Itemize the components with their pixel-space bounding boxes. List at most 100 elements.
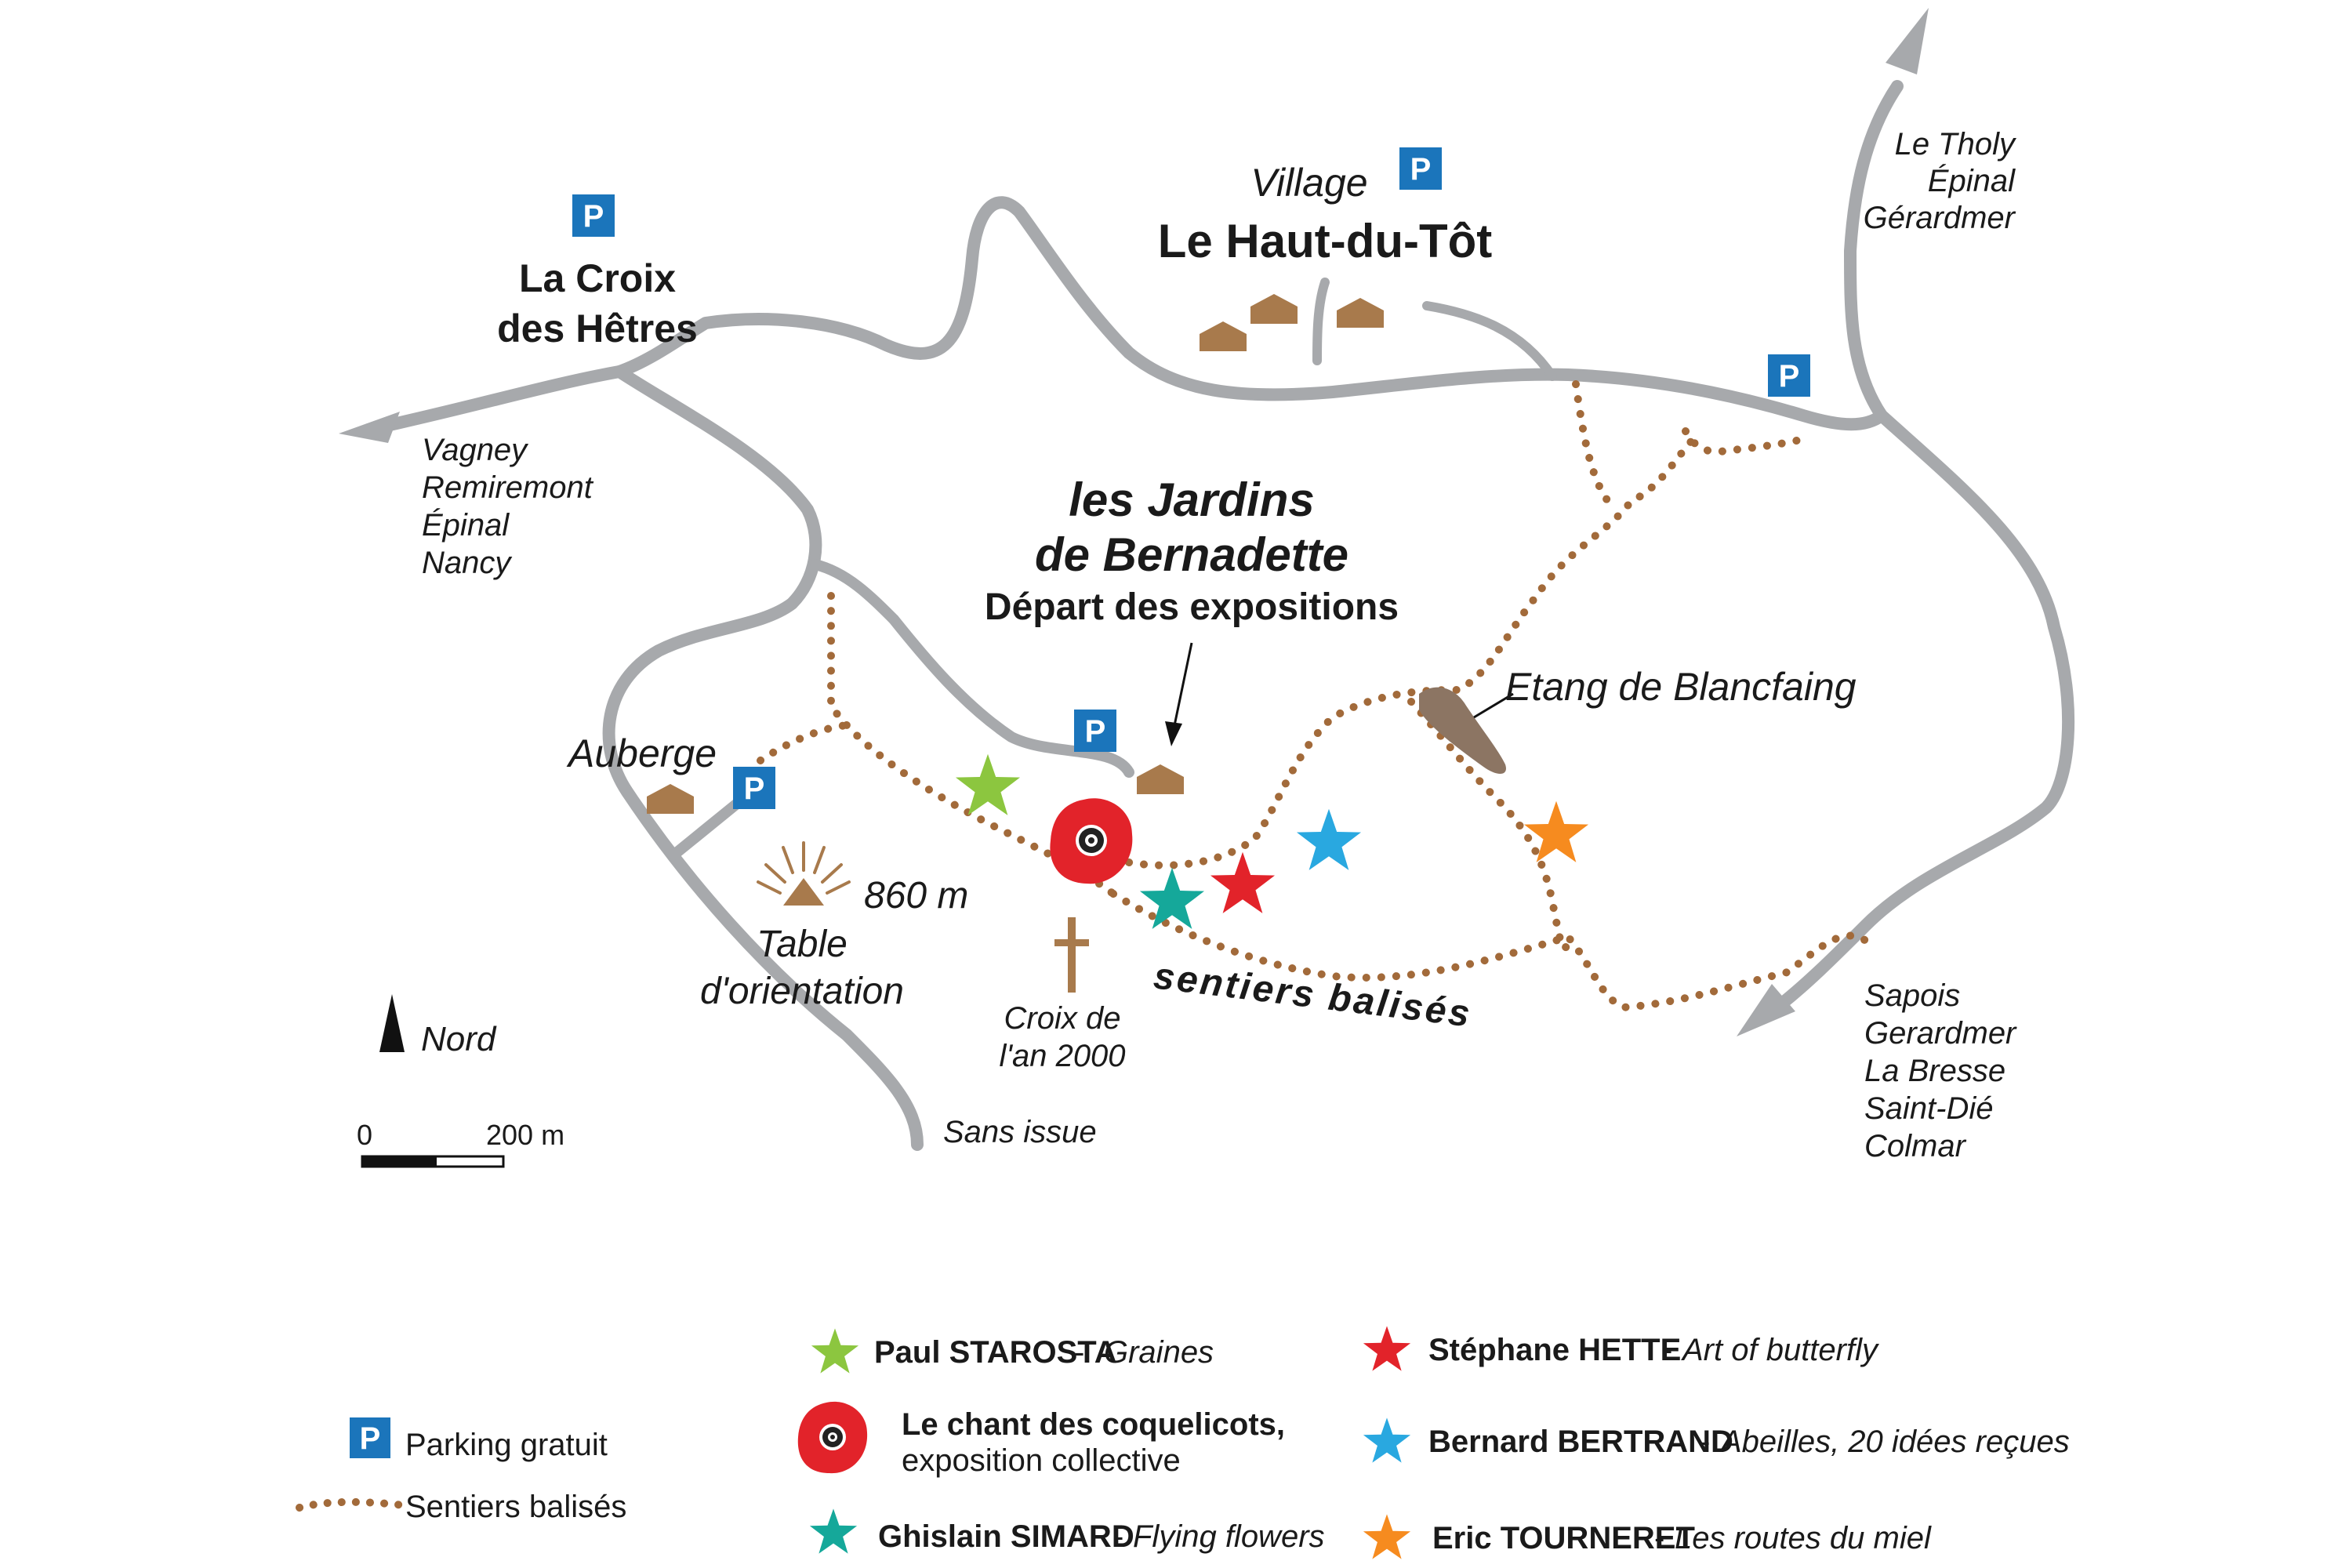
scale-bar: [361, 1155, 505, 1168]
north-dest-2: Épinal: [1928, 163, 2016, 198]
legend-parking-icon: P: [350, 1417, 390, 1458]
croix-an-2000-label-2: l'an 2000: [999, 1039, 1125, 1073]
road-jardins-branch: [810, 559, 1134, 778]
village-label: Village: [1250, 161, 1367, 205]
pond-pointer: [1473, 692, 1514, 719]
parking-icon: P: [1768, 354, 1810, 397]
north-label: Nord: [421, 1020, 497, 1058]
jardins-title-1: les Jardins: [1069, 474, 1315, 526]
house-icon: [1137, 764, 1184, 794]
parking-icon: P: [733, 767, 775, 809]
legend-sep: -: [1662, 1333, 1672, 1367]
auberge-label: Auberge: [566, 731, 717, 775]
jardins-title-2: de Bernadette: [1035, 528, 1348, 581]
house-icon: [647, 784, 694, 814]
legend-artist-work: Art of butterfly: [1681, 1333, 1880, 1367]
legend-artist-work: Les routes du miel: [1675, 1521, 1932, 1555]
table-orientation-label-1: Table: [757, 924, 848, 965]
star-orange-icon: [1363, 1514, 1411, 1559]
svg-text:P: P: [744, 771, 765, 806]
table-orientation-icon: [757, 841, 851, 906]
trail-north-a: [1572, 380, 1619, 514]
legend-sep: -: [1700, 1425, 1710, 1459]
scale-start-label: 0: [357, 1119, 372, 1151]
trail-east: [1407, 698, 1572, 953]
south-dest-4: Saint-Dié: [1864, 1091, 1994, 1126]
star-teal-icon: [1139, 867, 1205, 929]
south-dest-3: La Bresse: [1864, 1054, 2005, 1088]
croix-des-hetres-label-2: des Hêtres: [497, 307, 698, 350]
legend: P Parking gratuit Sentiers balisés Paul …: [296, 1326, 2070, 1559]
legend-trails-label: Sentiers balisés: [405, 1490, 626, 1524]
svg-text:P: P: [1410, 152, 1432, 187]
croix-an-2000-label-1: Croix de: [1004, 1001, 1121, 1036]
south-dest-1: Sapois: [1864, 978, 1960, 1013]
star-green-icon: [811, 1328, 859, 1374]
legend-artist-name: Ghislain SIMARD: [878, 1519, 1134, 1554]
house-icon: [1200, 321, 1247, 351]
poppy-icon: [797, 1401, 868, 1474]
table-orientation-label-2: d'orientation: [700, 971, 904, 1012]
star-teal-icon: [809, 1508, 858, 1554]
house-icon: [1337, 298, 1384, 328]
south-dest-2: Gerardmer: [1864, 1016, 2017, 1051]
west-dest-4: Nancy: [422, 546, 513, 580]
sans-issue-label: Sans issue: [943, 1115, 1097, 1149]
star-green-icon: [955, 753, 1021, 815]
trail-north-b: [1682, 427, 1807, 456]
parking-icon: P: [1399, 147, 1442, 190]
trail-south-loop: [1109, 890, 1870, 1012]
parkings: P P P P P: [572, 147, 1810, 809]
road-croix-south: [602, 365, 924, 1151]
west-dest-1: Vagney: [422, 433, 529, 467]
road-auberge-spur: [669, 798, 742, 860]
road-arrow-north: [1886, 8, 1929, 74]
legend-trail-sample: [296, 1497, 408, 1512]
etang-pond: [1419, 687, 1506, 774]
svg-text:P: P: [360, 1421, 381, 1456]
star-red-icon: [1210, 851, 1276, 913]
legend-artist-work: exposition collective: [902, 1443, 1181, 1478]
depart-arrow: [1165, 642, 1193, 746]
road-southeast: [1766, 409, 2075, 1018]
legend-parking-label: Parking gratuit: [405, 1428, 608, 1462]
north-dest-3: Gérardmer: [1864, 201, 2016, 235]
star-blue-icon: [1296, 808, 1362, 870]
svg-text:P: P: [1779, 359, 1800, 394]
svg-text:P: P: [583, 199, 604, 234]
legend-artist-name: Eric TOURNERET: [1432, 1521, 1695, 1555]
road-arrow-west: [339, 412, 400, 443]
parking-icon: P: [572, 194, 615, 237]
legend-artist-work: Graines: [1104, 1335, 1214, 1370]
legend-sep: -: [1113, 1519, 1123, 1554]
north-dest-1: Le Tholy: [1895, 127, 2017, 162]
trails: [757, 380, 1870, 1012]
trail-west: [827, 592, 1117, 898]
house-icon: [1250, 294, 1298, 324]
road-north: [1844, 80, 1904, 422]
haut-du-tot-label: Le Haut-du-Tôt: [1158, 215, 1493, 267]
altitude-label: 860 m: [864, 875, 968, 916]
poppy-icon: [1050, 798, 1133, 884]
croix-des-hetres-label-1: La Croix: [519, 256, 676, 300]
map-labels: La Croix des Hêtres Village Le Haut-du-T…: [357, 127, 2017, 1163]
roads: [339, 8, 2075, 1151]
west-dest-2: Remiremont: [422, 470, 594, 505]
trail-auberge: [757, 721, 851, 764]
sentiers-balises-label: sentiers balisés: [1152, 955, 1475, 1035]
legend-artist-work: Abeilles, 20 idées reçues: [1719, 1425, 2070, 1459]
trail-center: [1125, 435, 1697, 869]
legend-sep: -: [1654, 1521, 1664, 1555]
svg-text:P: P: [1085, 714, 1106, 749]
legend-artist-work: Flying flowers: [1133, 1519, 1325, 1554]
north-arrow-icon: [379, 994, 405, 1052]
road-west: [362, 196, 1888, 436]
parking-icon: P: [1074, 710, 1116, 752]
depart-label: Départ des expositions: [985, 586, 1399, 628]
road-village-1: [1312, 278, 1330, 365]
legend-artist-name: Paul STAROSTA: [874, 1335, 1117, 1370]
star-blue-icon: [1363, 1417, 1411, 1463]
scale-end-label: 200 m: [486, 1119, 564, 1151]
legend-sep: -: [1074, 1335, 1084, 1370]
